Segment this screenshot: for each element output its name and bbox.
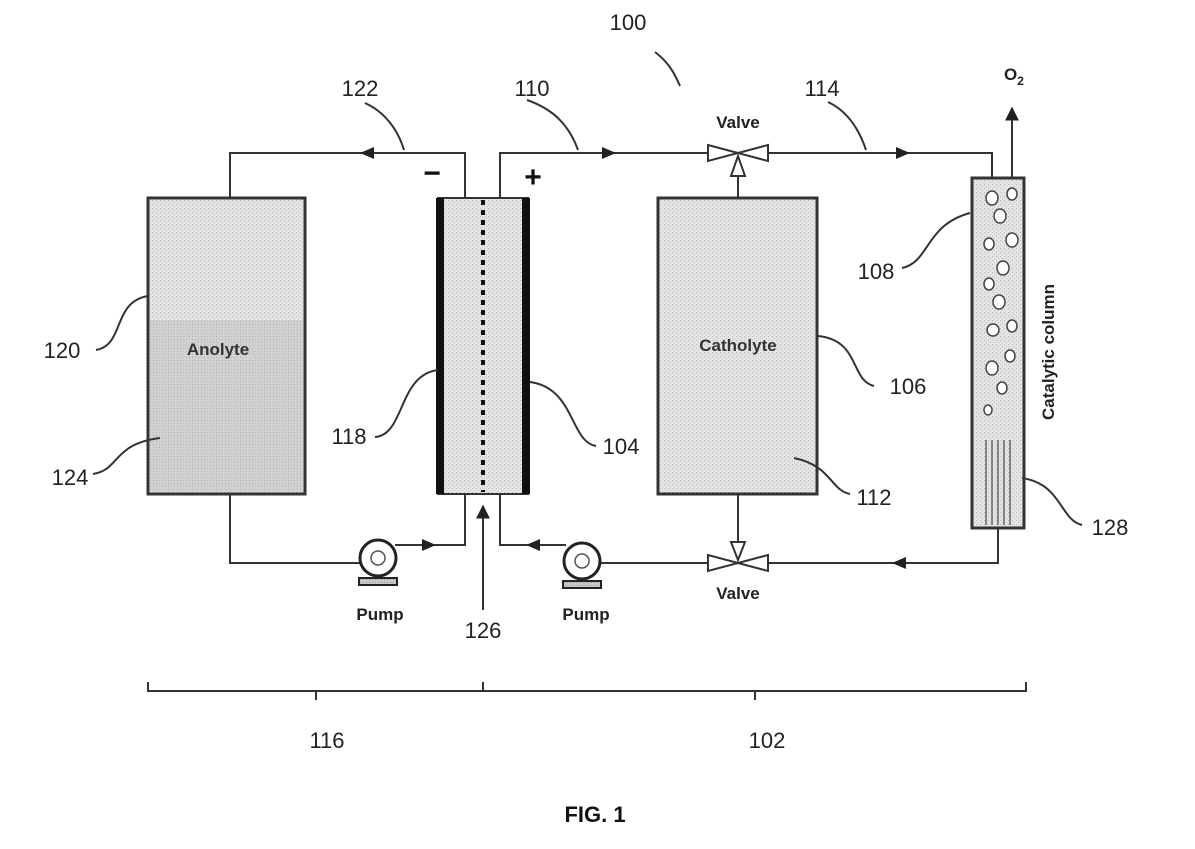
ref-126: 126 (465, 618, 502, 643)
ref-122: 122 (342, 76, 379, 101)
leader-122 (365, 103, 404, 150)
valve-to-column-pipe (768, 153, 992, 180)
electrochemical-cell (436, 198, 530, 494)
ref-102: 102 (749, 728, 786, 753)
catholyte-return-to-cell-pipe (500, 494, 566, 545)
anolyte-pump-to-cell-pipe (395, 494, 465, 545)
leader-100 (655, 52, 680, 86)
flow-arrow-anolyte-feed (422, 539, 436, 551)
catalytic-column-label: Catalytic column (1039, 284, 1058, 420)
ref-100: 100 (610, 10, 647, 35)
flow-arrow-column-return (892, 557, 906, 569)
ref-116: 116 (309, 728, 344, 753)
anolyte-label: Anolyte (187, 340, 249, 359)
flow-arrow-110 (602, 147, 616, 159)
leader-120 (96, 296, 148, 350)
ref-124: 124 (52, 465, 89, 490)
bottom-valve-label: Valve (716, 584, 760, 603)
oxygen-symbol: O (1004, 65, 1017, 84)
top-valve (708, 145, 768, 198)
right-pump (563, 543, 601, 588)
bracket-116 (148, 682, 483, 700)
ref-104: 104 (603, 434, 640, 459)
oxygen-subscript: 2 (1017, 74, 1024, 88)
ref-106: 106 (890, 374, 927, 399)
column-to-valve-pipe (768, 528, 998, 563)
bottom-valve (708, 542, 768, 571)
catalytic-column (972, 178, 1024, 528)
leader-114 (828, 102, 866, 150)
left-pump (359, 540, 397, 585)
positive-terminal-sign: + (524, 161, 542, 194)
ref-128: 128 (1092, 515, 1129, 540)
ref-110: 110 (514, 76, 549, 101)
ref-108: 108 (858, 259, 895, 284)
leader-108 (902, 213, 970, 268)
ref-114: 114 (804, 76, 839, 101)
left-pump-label: Pump (356, 605, 403, 624)
ref-112: 112 (856, 485, 891, 510)
ref-118: 118 (331, 424, 366, 449)
leader-110 (527, 100, 578, 150)
top-valve-label: Valve (716, 113, 760, 132)
right-pump-label: Pump (562, 605, 609, 624)
anolyte-feed-pipe (230, 494, 360, 563)
bracket-102 (483, 682, 1026, 700)
figure-caption: FIG. 1 (564, 802, 625, 827)
leader-104 (530, 382, 596, 446)
ref-120: 120 (44, 338, 81, 363)
oxygen-label: O2 (1004, 65, 1024, 88)
flow-arrow-114 (896, 147, 910, 159)
catholyte-label: Catholyte (699, 336, 776, 355)
leader-118 (375, 370, 438, 437)
leader-128 (1022, 478, 1082, 525)
negative-terminal-sign: − (423, 157, 441, 190)
leader-106 (818, 336, 874, 386)
flow-arrow-122 (360, 147, 374, 159)
flow-arrow-catholyte-return (526, 539, 540, 551)
